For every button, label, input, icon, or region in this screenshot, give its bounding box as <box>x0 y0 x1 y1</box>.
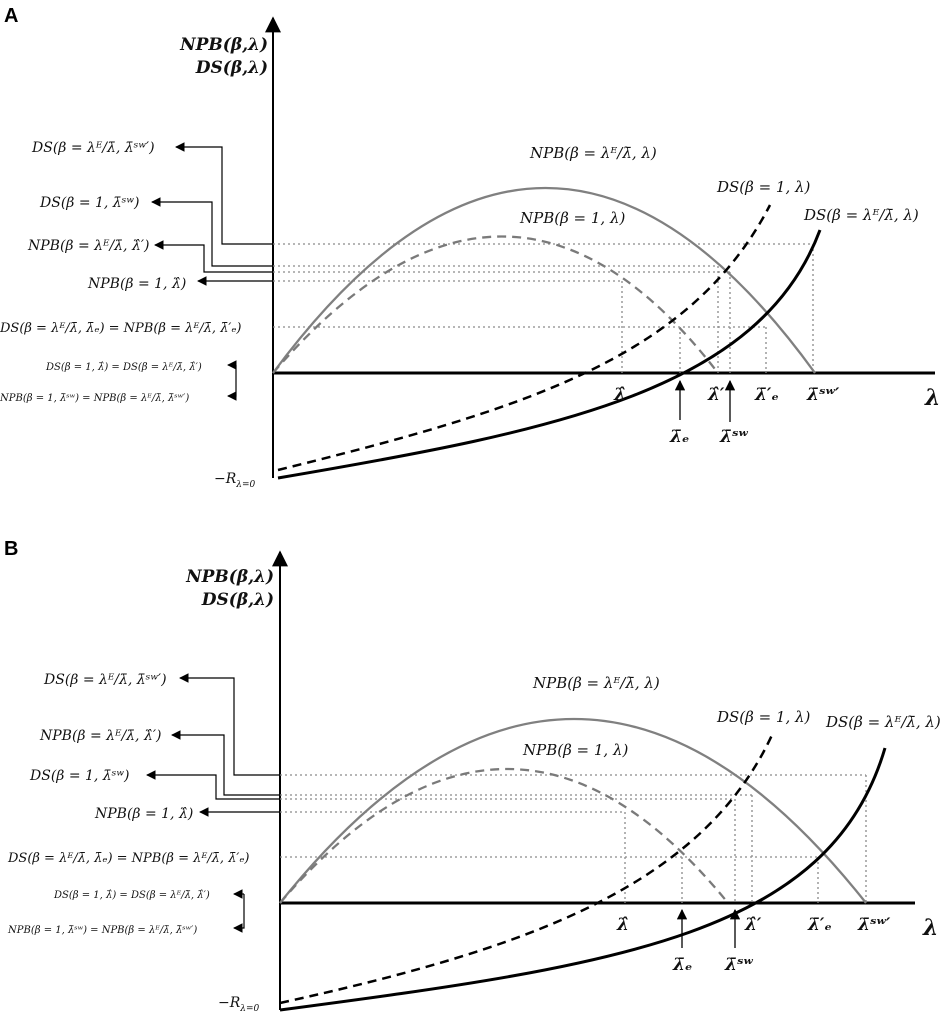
panel-a-x-label: λ <box>924 385 940 411</box>
panel-a-connectors <box>151 142 273 401</box>
panel-a-left-label-7: NPB(β = 1, λ̄ˢʷ) = NPB(β = λᴱ/λ̄, λ̄ˢʷ′) <box>0 393 189 404</box>
panel-a-ds-one-curve <box>277 204 772 472</box>
panel-b-x-mark-sw: λ̄ˢʷ <box>724 955 754 975</box>
panel-a-intercept-label: −Rλ=0 <box>214 471 256 490</box>
panel-b-guides <box>280 774 867 903</box>
panel-a-label-npb-one: NPB(β = 1, λ) <box>519 209 625 227</box>
panel-b-npb-beta-curve <box>279 718 867 904</box>
panel-a-ds-beta-curve <box>277 229 822 480</box>
panel-b-npb-one-curve <box>279 768 729 904</box>
panel-b-left-label-2: NPB(β = λᴱ/λ̄, λ̂′) <box>39 728 161 744</box>
panel-b-left-labels: DS(β = λᴱ/λ̄, λ̄ˢʷ′) NPB(β = λᴱ/λ̄, λ̂′)… <box>7 672 249 936</box>
panel-b-left-label-6: DS(β = 1, λ̂) = DS(β = λᴱ/λ̄, λ̂′) <box>53 890 210 901</box>
panel-a-x-mark-e: λ̄ₑ <box>669 427 689 447</box>
panel-a-label-ds-beta: DS(β = λᴱ/λ̄, λ) <box>803 206 919 224</box>
panel-a-label-ds-one: DS(β = 1, λ) <box>716 178 811 196</box>
panel-b-intercept-label: −Rλ=0 <box>218 995 260 1014</box>
panel-a-left-labels: DS(β = λᴱ/λ̄, λ̄ˢʷ′) DS(β = 1, λ̄ˢʷ) NPB… <box>0 140 241 404</box>
panel-b-label-npb-one: NPB(β = 1, λ) <box>522 741 628 759</box>
panel-a-left-label-5: DS(β = λᴱ/λ̄, λ̄ₑ) = NPB(β = λᴱ/λ̄, λ̄′ₑ… <box>0 321 241 336</box>
panel-b-x-mark-hat-prime: λ̂′ <box>744 915 762 935</box>
panel-b-left-label-4: NPB(β = 1, λ̂) <box>94 806 193 822</box>
panel-b-x-mark-sw-prime: λ̄ˢʷ′ <box>857 915 891 935</box>
panel-b-left-label-1: DS(β = λᴱ/λ̄, λ̄ˢʷ′) <box>43 672 167 688</box>
panel-b-x-label: λ <box>922 915 938 941</box>
panel-a-left-label-1: DS(β = λᴱ/λ̄, λ̄ˢʷ′) <box>31 140 155 156</box>
panel-b-left-label-7: NPB(β = 1, λ̄ˢʷ) = NPB(β = λᴱ/λ̄, λ̄ˢʷ′) <box>7 925 197 936</box>
panel-b-label-ds-one: DS(β = 1, λ) <box>716 708 811 726</box>
panel-b-x-mark-hat: λ̂ <box>616 915 629 935</box>
panel-a: A NPB(β,λ) DS(β,λ) λ NPB(β = λᴱ/λ̄, λ) <box>0 5 940 490</box>
panel-a-left-label-6: DS(β = 1, λ̂) = DS(β = λᴱ/λ̄, λ̂′) <box>45 362 202 373</box>
panel-b-x-mark-e: λ̄ₑ <box>672 955 692 975</box>
panel-a-left-label-4: NPB(β = 1, λ̂) <box>87 276 186 292</box>
panel-b-ds-one-curve <box>279 734 774 1005</box>
panel-a-y-label-1: NPB(β,λ) <box>179 35 268 55</box>
panel-b-label-ds-beta: DS(β = λᴱ/λ̄, λ) <box>825 713 941 731</box>
panel-b-y-label-1: NPB(β,λ) <box>185 567 274 587</box>
panel-a-x-mark-e-prime: λ̄′ₑ <box>754 385 779 405</box>
panel-a-x-mark-sw-prime: λ̄ˢʷ′ <box>806 385 840 405</box>
panel-b-y-label-2: DS(β,λ) <box>201 590 274 610</box>
panel-b-ds-beta-curve <box>279 747 887 1012</box>
panel-b-label-npb-beta: NPB(β = λᴱ/λ̄, λ) <box>532 674 660 692</box>
panel-a-npb-beta-curve <box>272 187 816 374</box>
panel-a-label: A <box>4 5 18 27</box>
panel-b-connectors <box>146 673 280 933</box>
panel-a-guides <box>273 243 814 373</box>
panel-b-label: B <box>4 538 18 560</box>
panel-a-left-label-2: DS(β = 1, λ̄ˢʷ) <box>39 195 139 211</box>
panel-a-label-npb-beta: NPB(β = λᴱ/λ̄, λ) <box>529 144 657 162</box>
panel-a-y-label-2: DS(β,λ) <box>195 58 268 78</box>
panel-a-x-mark-sw: λ̄ˢʷ <box>719 427 749 447</box>
panel-b-x-mark-e-prime: λ̄′ₑ <box>807 915 832 935</box>
panel-b-left-label-3: DS(β = 1, λ̄ˢʷ) <box>29 768 129 784</box>
panel-a-x-mark-hat: λ̂ <box>613 385 626 405</box>
panel-a-x-mark-hat-prime: λ̂′ <box>707 385 725 405</box>
panel-b: B NPB(β,λ) DS(β,λ) λ NPB(β = λᴱ/λ̄, λ) N… <box>4 538 941 1014</box>
panel-b-left-label-5: DS(β = λᴱ/λ̄, λ̄ₑ) = NPB(β = λᴱ/λ̄, λ̄′ₑ… <box>7 851 249 866</box>
panel-a-left-label-3: NPB(β = λᴱ/λ̄, λ̂′) <box>27 238 149 254</box>
panel-a-npb-one-curve <box>272 235 719 374</box>
